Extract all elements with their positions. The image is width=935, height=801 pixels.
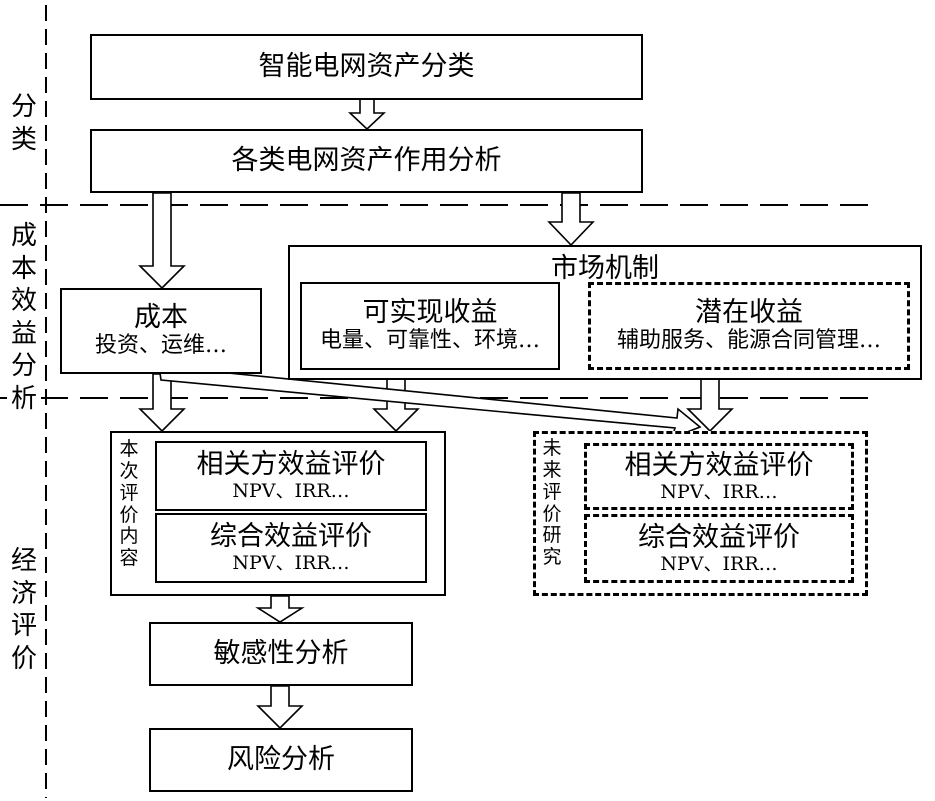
phase-label-classify: 分类 bbox=[7, 91, 41, 156]
cost-detail: 投资、运维… bbox=[94, 333, 227, 359]
cost-box: 成本 投资、运维… bbox=[60, 288, 262, 374]
market-mechanism-title: 市场机制 bbox=[551, 253, 659, 284]
arrow-role-to-cost bbox=[138, 192, 186, 290]
arrow-sensitivity-to-risk bbox=[256, 685, 304, 730]
current-stakeholder-detail: NPV、IRR… bbox=[232, 480, 350, 503]
current-stakeholder-title: 相关方效益评价 bbox=[196, 449, 386, 481]
future-stakeholder-eval-box: 相关方效益评价 NPV、IRR… bbox=[584, 443, 854, 510]
future-stakeholder-detail: NPV、IRR… bbox=[660, 480, 778, 503]
potential-detail: 辅助服务、能源合同管理… bbox=[616, 328, 881, 354]
arrow-current-to-sensitivity bbox=[255, 595, 305, 623]
arrow-cost-to-current bbox=[138, 373, 186, 433]
sensitivity-analysis-box: 敏感性分析 bbox=[149, 622, 413, 686]
realizable-benefit-box: 可实现收益 电量、可靠性、环境… bbox=[300, 282, 560, 370]
realizable-detail: 电量、可靠性、环境… bbox=[319, 328, 540, 354]
future-comprehensive-eval-box: 综合效益评价 NPV、IRR… bbox=[584, 514, 854, 583]
asset-classification-box: 智能电网资产分类 bbox=[90, 34, 643, 100]
future-comprehensive-detail: NPV、IRR… bbox=[660, 552, 778, 575]
risk-analysis-box: 风险分析 bbox=[149, 728, 413, 792]
arrow-role-to-market bbox=[547, 192, 595, 247]
potential-benefit-box: 潜在收益 辅助服务、能源合同管理… bbox=[588, 282, 910, 370]
asset-role-analysis-box: 各类电网资产作用分析 bbox=[90, 129, 643, 193]
current-comprehensive-eval-box: 综合效益评价 NPV、IRR… bbox=[155, 513, 427, 583]
future-stakeholder-title: 相关方效益评价 bbox=[624, 449, 814, 481]
arrow-classify-to-role bbox=[347, 98, 387, 131]
future-eval-label: 未来评价研究 bbox=[542, 437, 562, 569]
current-comprehensive-detail: NPV、IRR… bbox=[232, 552, 350, 575]
future-comprehensive-title: 综合效益评价 bbox=[638, 521, 800, 553]
current-stakeholder-eval-box: 相关方效益评价 NPV、IRR… bbox=[155, 441, 427, 511]
phase-label-economic: 经济评价 bbox=[7, 545, 41, 675]
realizable-title: 可实现收益 bbox=[362, 297, 498, 329]
cost-title: 成本 bbox=[134, 302, 188, 334]
potential-title: 潜在收益 bbox=[695, 297, 803, 329]
phase-label-cost-benefit: 成本效益分析 bbox=[7, 220, 41, 415]
current-eval-label: 本次评价内容 bbox=[119, 438, 139, 570]
current-comprehensive-title: 综合效益评价 bbox=[210, 521, 372, 553]
